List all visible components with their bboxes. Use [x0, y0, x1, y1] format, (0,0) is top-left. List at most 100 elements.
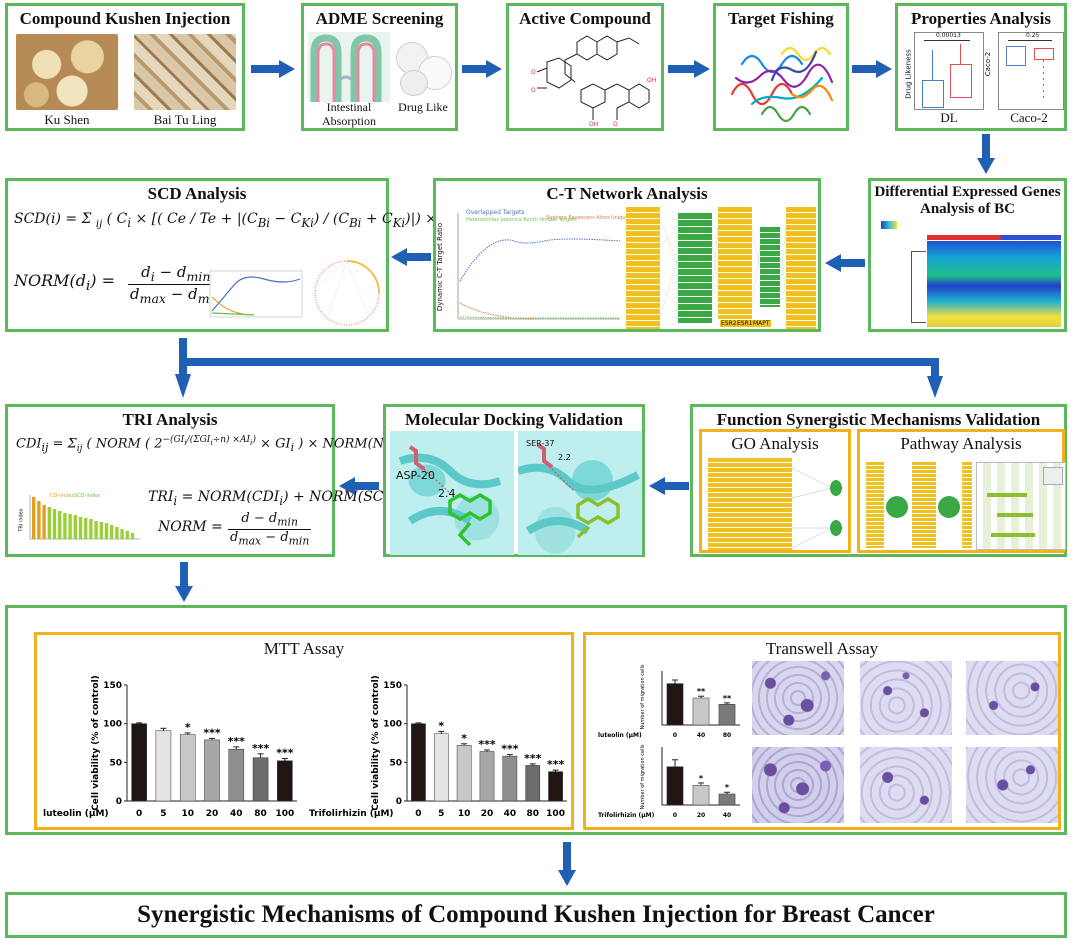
- category-label: 0: [136, 809, 142, 819]
- category-label: 0: [673, 812, 677, 819]
- drug-like-label: Drug Like: [398, 100, 448, 114]
- x-axis-label: Trifolirhizin (μM): [309, 809, 394, 819]
- panel-title: Compound Kushen Injection: [19, 9, 231, 28]
- absorption-label: Absorption: [322, 114, 376, 128]
- tri-bar: [115, 527, 119, 539]
- dl-p-value: 0.00013: [936, 32, 961, 39]
- dl-boxplot: Drug Likeness 0.00013 DL: [902, 30, 984, 126]
- svg-text:OH: OH: [589, 121, 598, 128]
- y-tick-label: 150: [383, 681, 402, 691]
- category-label: 100: [275, 809, 294, 819]
- bar: [277, 760, 293, 802]
- panel-ct-network: C-T Network Analysis Dynamic C-T Target …: [433, 178, 821, 332]
- bai-tu-ling-label: Bai Tu Ling: [153, 112, 217, 127]
- docking-image-left: ASP-20 2.4: [390, 431, 514, 555]
- heatmap-dendrogram: [911, 251, 926, 323]
- arrow-down-icon: [558, 842, 576, 886]
- pathway-node-1: [886, 496, 908, 518]
- x-axis-label: luteolin (μM): [598, 732, 642, 739]
- category-label: 5: [438, 809, 444, 819]
- arrow-right-icon: [668, 60, 710, 78]
- y-tick-label: 0: [116, 797, 122, 807]
- category-label: 0: [673, 732, 677, 739]
- panel-scd-analysis: SCD Analysis SCD(i) = Σ ij ( Ci × [( Ce …: [5, 178, 563, 332]
- protein-structure-icon: [730, 46, 834, 123]
- panel-title: TRI Analysis: [122, 410, 218, 429]
- y-tick-label: 50: [389, 758, 402, 768]
- bar: [718, 704, 736, 726]
- panel-molecular-docking: Molecular Docking Validation ASP-20 2.4 …: [383, 404, 645, 557]
- significance-label: *: [185, 721, 191, 734]
- panel-title: Function Synergistic Mechanisms Validati…: [716, 410, 1041, 429]
- docking-distance-1: 2.4: [438, 487, 456, 500]
- tri-bar: [84, 518, 88, 539]
- tri-bar-thumbnail: [29, 495, 140, 540]
- bar: [228, 748, 245, 802]
- transwell-image-6: [966, 747, 1058, 823]
- category-label: 0: [415, 809, 421, 819]
- docking-distance-2: 2.2: [558, 453, 571, 462]
- ct-gene-esr2: ESR2: [720, 320, 738, 327]
- bar: [204, 739, 220, 802]
- ct-legend-3: Heterosmilax japonica Kunth Unique Targe…: [466, 217, 577, 223]
- y-axis-label: Number of migration cells: [640, 744, 646, 809]
- tri-bar: [63, 513, 67, 539]
- tri-bar: [89, 519, 93, 539]
- bar: [692, 697, 710, 726]
- arrow-down-icon: [977, 134, 995, 174]
- bar: [479, 751, 495, 802]
- mtt-trifolirhizin-chart: 0501001500*5*10***20***40***80***100Cell…: [309, 675, 567, 819]
- tri-legend-scd: SCD-index: [74, 493, 100, 499]
- tri-bar: [125, 531, 129, 539]
- y-tick-label: 0: [396, 797, 402, 807]
- tri-bar: [47, 507, 51, 539]
- significance-label: ***: [478, 738, 496, 751]
- tri-bar: [37, 501, 41, 539]
- norm-fraction-2: d − dmin dmax − dmin: [228, 511, 312, 548]
- panel-title: SCD Analysis: [147, 184, 247, 203]
- category-label: 10: [181, 809, 194, 819]
- category-label: 80: [723, 732, 731, 739]
- ct-legend-1: Overlapped Targets: [466, 209, 525, 216]
- svg-text:O: O: [531, 87, 536, 94]
- bar: [433, 733, 449, 802]
- ct-network-graph: ESR2 ESR1 MAPT: [626, 207, 818, 329]
- panel-tri-analysis: TRI Analysis CDIij = Σij ( NORM ( 2−(GIi…: [5, 404, 407, 557]
- significance-label: *: [725, 783, 730, 792]
- significance-label: **: [697, 687, 706, 696]
- caco-y-label: Caco-2: [984, 51, 993, 77]
- bar: [718, 793, 736, 806]
- tri-bar: [32, 497, 36, 539]
- bar: [252, 757, 269, 802]
- ct-y-label: Dynamic C-T Target Ratio: [436, 222, 445, 312]
- tri-bar: [130, 533, 135, 539]
- pathway-title: Pathway Analysis: [900, 434, 1022, 453]
- panel-function-synergistic: Function Synergistic Mechanisms Validati…: [690, 404, 1067, 557]
- pathway-mid-column: [912, 462, 936, 548]
- arrow-left-icon: [339, 477, 379, 495]
- category-label: 40: [723, 812, 731, 819]
- intestinal-label: Intestinal: [326, 100, 372, 114]
- bai-tu-ling-image: [134, 34, 236, 110]
- caco-p-value: 0.25: [1026, 32, 1040, 39]
- category-label: 5: [160, 809, 166, 819]
- significance-label: *: [461, 732, 467, 745]
- mtt-title: MTT Assay: [263, 639, 345, 658]
- cdi-formula: CDIij = Σij ( NORM ( 2−(GIi/(ΣGIi÷n) ×AI…: [16, 435, 407, 454]
- transwell-image-2: [860, 661, 952, 735]
- category-label: 40: [230, 809, 243, 819]
- panel-differential-genes: Differential Expressed Genes Analysis of…: [868, 178, 1067, 332]
- category-label: 20: [481, 809, 494, 819]
- transwell-image-4: [752, 747, 844, 823]
- scd-line-thumbnail: [209, 270, 303, 318]
- svg-text:O: O: [613, 121, 618, 128]
- tri-bar: [94, 521, 98, 539]
- bar: [502, 755, 518, 802]
- docking-residue-2: SER-37: [526, 439, 555, 448]
- significance-label: *: [699, 774, 704, 783]
- arrow-down-icon: [175, 562, 193, 602]
- intestinal-absorption-icon: [308, 32, 390, 102]
